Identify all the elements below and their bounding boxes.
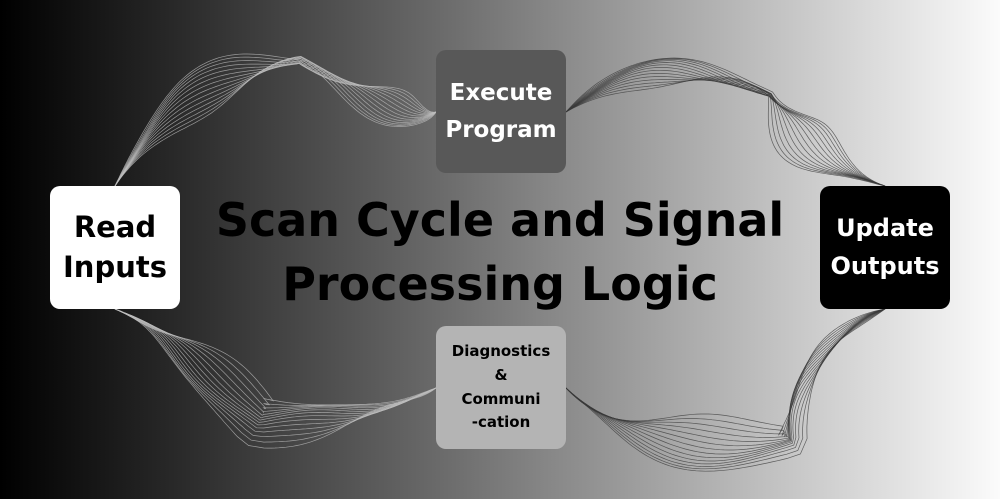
- wave-line: [565, 76, 886, 187]
- execute-program-node: Execute Program: [436, 50, 566, 173]
- wave-line: [114, 56, 437, 187]
- diagnostics-communication-node: Diagnostics & Communi -cation: [436, 326, 566, 449]
- wave-line: [114, 308, 437, 449]
- diagnostics-communication-label: Diagnostics & Communi -cation: [451, 342, 551, 432]
- wave-line: [114, 308, 437, 433]
- read-inputs-node: Read Inputs: [50, 186, 180, 309]
- wave-line: [114, 58, 437, 187]
- wave-line: [114, 60, 437, 187]
- diagram-title: Scan Cycle and Signal Processing Logic: [215, 193, 785, 311]
- wave-line: [565, 308, 886, 459]
- update-outputs-node: Update Outputs: [820, 186, 950, 309]
- wave-line: [114, 63, 437, 187]
- wave-line: [565, 79, 886, 187]
- wave-line: [565, 57, 886, 187]
- wave-line: [114, 62, 437, 187]
- wave-line: [565, 308, 886, 442]
- wave-line: [114, 56, 437, 187]
- wave-line: [565, 308, 886, 462]
- wave-line: [565, 308, 886, 447]
- wave-line: [565, 308, 886, 465]
- wave-line: [114, 308, 437, 414]
- wave-line: [565, 308, 886, 451]
- execute-program-label: Execute Program: [445, 79, 557, 143]
- wave-line: [114, 308, 437, 438]
- wave-line: [114, 56, 437, 187]
- wave-line: [565, 77, 886, 187]
- wave-line: [114, 308, 437, 406]
- wave-line: [565, 79, 886, 187]
- wave-line: [565, 308, 886, 436]
- update-outputs-label: Update Outputs: [830, 214, 940, 280]
- wave-line: [114, 59, 437, 187]
- wave-line: [114, 308, 437, 410]
- wave-line: [565, 308, 886, 472]
- wave-line: [114, 62, 437, 187]
- wave-line: [114, 308, 437, 419]
- read-inputs-label: Read Inputs: [63, 210, 167, 284]
- wave-line: [114, 56, 437, 187]
- wave-line: [114, 308, 437, 416]
- wave-line: [565, 69, 886, 187]
- wave-line: [114, 308, 437, 406]
- wave-line: [565, 67, 886, 187]
- wave-line: [565, 76, 886, 187]
- wave-line: [565, 308, 886, 455]
- wave-line: [565, 59, 886, 187]
- wave-line: [114, 56, 437, 187]
- wave-line: [114, 308, 437, 443]
